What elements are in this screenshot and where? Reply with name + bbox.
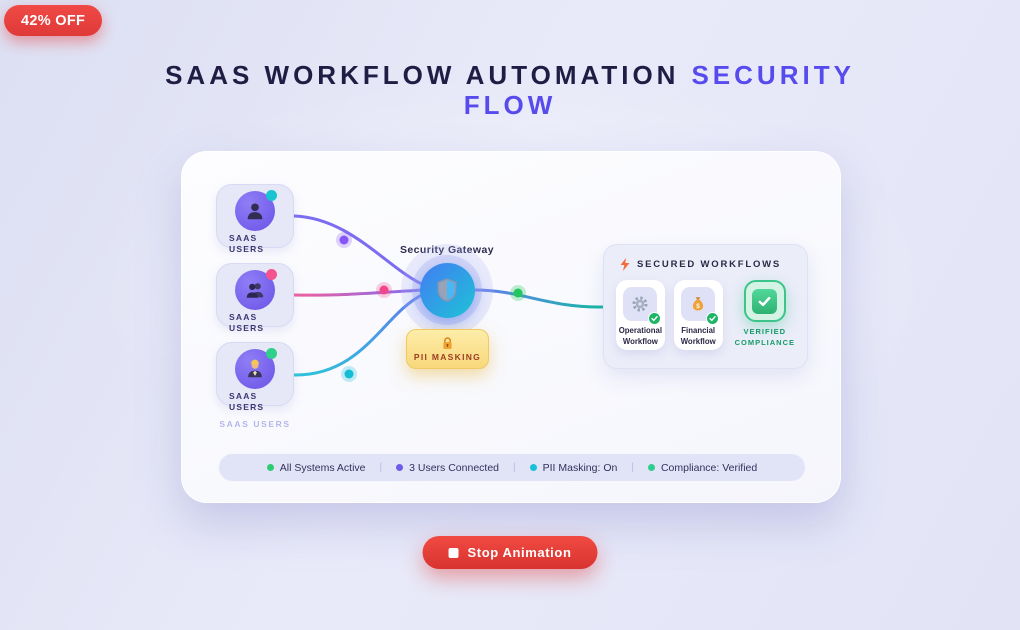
status-label: All Systems Active bbox=[279, 461, 366, 474]
lock-icon bbox=[443, 336, 452, 349]
users-column-label: SAAS USERS bbox=[219, 419, 291, 429]
money-bag-icon: $ bbox=[693, 297, 704, 311]
status-divider: | bbox=[513, 462, 516, 473]
user-card-label: SAAS USERS bbox=[229, 312, 265, 334]
user-card-label: SAAS USERS bbox=[229, 391, 265, 413]
check-badge-icon bbox=[648, 312, 662, 325]
status-divider: | bbox=[631, 462, 634, 473]
page-title: SAAS WORKFLOW AUTOMATION SECURITY FLOW bbox=[0, 60, 1020, 120]
status-dot-teal bbox=[647, 464, 655, 471]
flow-particle-purple bbox=[336, 232, 352, 248]
pii-masking-label: PII MASKING bbox=[413, 351, 482, 362]
user-status-dot bbox=[266, 190, 277, 201]
status-label: PII Masking: On bbox=[542, 461, 618, 474]
flow-particle-cyan bbox=[341, 366, 357, 382]
saas-user-card-2: SAAS USERS bbox=[216, 263, 294, 333]
stop-animation-button[interactable]: Stop Animation bbox=[422, 536, 598, 569]
gateway-label: Security Gateway bbox=[400, 244, 494, 256]
status-dot-cyan bbox=[529, 464, 537, 471]
status-divider: | bbox=[379, 462, 383, 473]
status-item-users: 3 Users Connected bbox=[396, 462, 499, 474]
user-status-dot bbox=[266, 348, 277, 359]
workflow-card-financial: $ Financial Workflow bbox=[673, 280, 723, 350]
saas-user-card-1: SAAS USERS bbox=[216, 184, 294, 254]
saas-user-card-3: SAAS USERS bbox=[216, 342, 294, 412]
diagram-card: SAAS USERS SAAS USERS bbox=[181, 151, 841, 503]
shield-icon bbox=[437, 278, 457, 302]
status-label: Compliance: Verified bbox=[660, 461, 758, 474]
status-dot-purple bbox=[396, 464, 404, 471]
line-gateway-workflows bbox=[472, 288, 605, 309]
status-item-systems: All Systems Active bbox=[266, 461, 366, 474]
svg-text:$: $ bbox=[696, 303, 700, 310]
status-label: 3 Users Connected bbox=[409, 461, 500, 474]
compliance-label: VERIFIED COMPLIANCE bbox=[734, 327, 796, 347]
workflow-icon-box bbox=[623, 287, 662, 325]
stop-icon bbox=[448, 547, 459, 558]
stop-animation-label: Stop Animation bbox=[467, 545, 572, 560]
business-user-icon bbox=[248, 359, 262, 378]
secured-workflows-panel: SECURED WORKFLOWS Operational Workflow bbox=[603, 244, 808, 369]
user-card-label: SAAS USERS bbox=[229, 233, 265, 255]
title-accent-word2: FLOW bbox=[463, 90, 557, 120]
pii-masking-card: PII MASKING bbox=[406, 329, 489, 369]
status-item-pii: PII Masking: On bbox=[529, 461, 618, 474]
security-gateway bbox=[401, 244, 493, 336]
flow-particle-pink bbox=[376, 282, 392, 298]
title-main: SAAS WORKFLOW AUTOMATION bbox=[165, 60, 680, 90]
users-icon bbox=[246, 283, 264, 298]
workflow-icon-box: $ bbox=[681, 287, 720, 325]
user-avatar bbox=[235, 270, 275, 310]
status-item-compliance: Compliance: Verified bbox=[647, 461, 758, 474]
title-accent-word1: SECURITY bbox=[691, 60, 855, 90]
verified-compliance: VERIFIED COMPLIANCE bbox=[735, 280, 795, 348]
gear-icon bbox=[632, 296, 648, 312]
status-dot-green bbox=[266, 464, 274, 471]
checkmark-icon bbox=[752, 288, 778, 314]
compliance-check-box bbox=[743, 280, 786, 322]
secured-workflows-header: SECURED WORKFLOWS bbox=[637, 259, 782, 270]
workflow-card-label: Operational Workflow bbox=[618, 326, 663, 346]
check-badge-icon bbox=[706, 312, 720, 325]
discount-badge: 42% OFF bbox=[4, 5, 103, 36]
discount-badge-label: 42% OFF bbox=[21, 12, 86, 29]
user-status-dot bbox=[266, 269, 277, 280]
workflow-card-operational: Operational Workflow bbox=[616, 280, 665, 350]
status-bar: All Systems Active | 3 Users Connected |… bbox=[218, 453, 806, 482]
workflow-card-label: Financial Workflow bbox=[680, 326, 716, 346]
lightning-icon bbox=[620, 258, 630, 271]
user-icon bbox=[247, 203, 263, 220]
flow-particle-green bbox=[510, 285, 526, 301]
